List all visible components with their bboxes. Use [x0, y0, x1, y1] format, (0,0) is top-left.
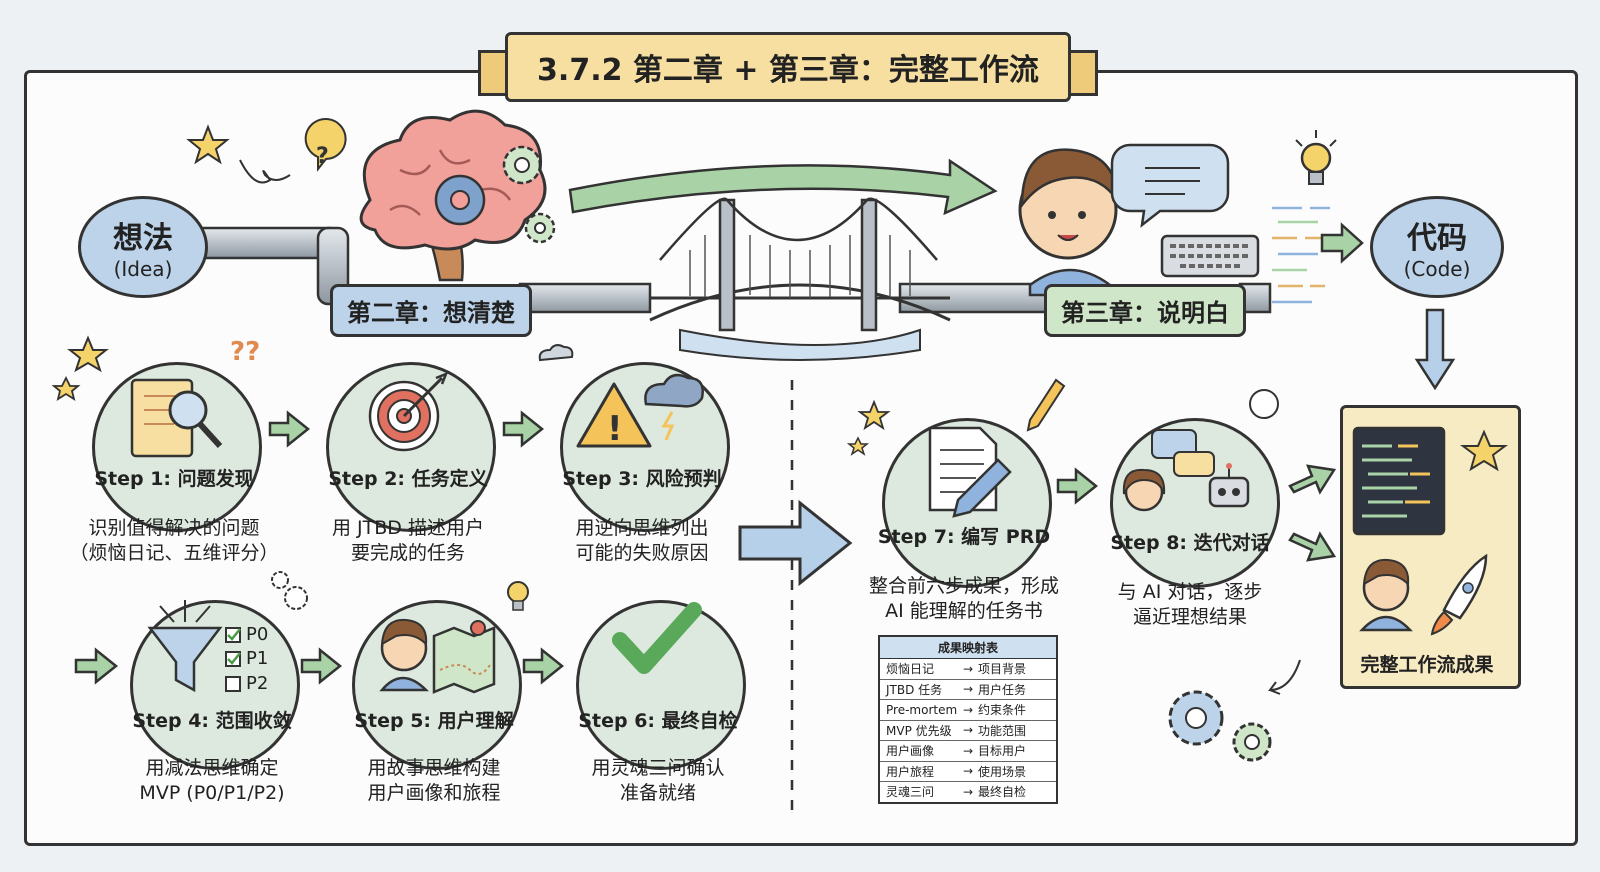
page-title: 3.7.2 第二章 + 第三章：完整工作流 [505, 32, 1071, 102]
table-row: 烦恼日记→项目背景 [880, 659, 1056, 680]
step7-title: Step 7: 编写 PRD [877, 526, 1051, 548]
table-row: 用户旅程→使用场景 [880, 762, 1056, 782]
mapping-table: 成果映射表 烦恼日记→项目背景 JTBD 任务→用户任务 Pre-mortem→… [878, 635, 1058, 804]
result-label: 完整工作流成果 [1360, 654, 1494, 676]
code-label: 代码 [1407, 221, 1467, 256]
result-box [1340, 405, 1521, 689]
step1-title: Step 1: 问题发现 [94, 468, 254, 490]
code-sub: (Code) [1403, 257, 1471, 281]
step1-circle [92, 362, 262, 532]
idea-oval: 想法 (Idea) [78, 196, 208, 298]
table-row: MVP 优先级→功能范围 [880, 721, 1056, 741]
chapter2-label: 第二章：想清楚 [330, 284, 532, 337]
step6-title: Step 6: 最终自检 [578, 710, 738, 732]
step4-circle [130, 600, 300, 770]
step6-circle [576, 600, 746, 770]
step7-circle [882, 418, 1052, 588]
step8-circle [1110, 418, 1280, 588]
step4-title: Step 4: 范围收敛 [132, 710, 292, 732]
step5-title: Step 5: 用户理解 [354, 710, 514, 732]
step2-circle [326, 362, 496, 532]
step2-desc: 用 JTBD 描述用户要完成的任务 [332, 517, 484, 564]
idea-label: 想法 [113, 221, 173, 256]
step5-circle [352, 600, 522, 770]
step1-desc: 识别值得解决的问题（烦恼日记、五维评分） [69, 517, 279, 564]
code-oval: 代码 (Code) [1370, 196, 1504, 298]
table-row: 用户画像→目标用户 [880, 741, 1056, 762]
step2-title: Step 2: 任务定义 [328, 468, 488, 490]
step8-title: Step 8: 迭代对话 [1110, 532, 1270, 554]
step5-desc: 用故事思维构建用户画像和旅程 [367, 757, 501, 804]
step6-desc: 用灵魂三问确认准备就绪 [591, 757, 725, 804]
priority-p0: P0 [246, 624, 269, 645]
table-row: Pre-mortem→约束条件 [880, 700, 1056, 721]
step3-circle [560, 362, 730, 532]
table-row: 灵魂三问→最终自检 [886, 784, 1027, 800]
step3-title: Step 3: 风险预判 [562, 468, 722, 490]
priority-p1: P1 [246, 648, 269, 669]
priority-p2: P2 [246, 673, 269, 694]
table-row: JTBD 任务→用户任务 [880, 680, 1056, 700]
mapping-table-title: 成果映射表 [880, 637, 1056, 659]
idea-sub: (Idea) [113, 257, 173, 281]
step8-desc: 与 AI 对话，逐步逼近理想结果 [1117, 581, 1263, 628]
step3-desc: 用逆向思维列出可能的失败原因 [575, 517, 709, 564]
chapter3-label: 第三章：说明白 [1044, 284, 1246, 337]
